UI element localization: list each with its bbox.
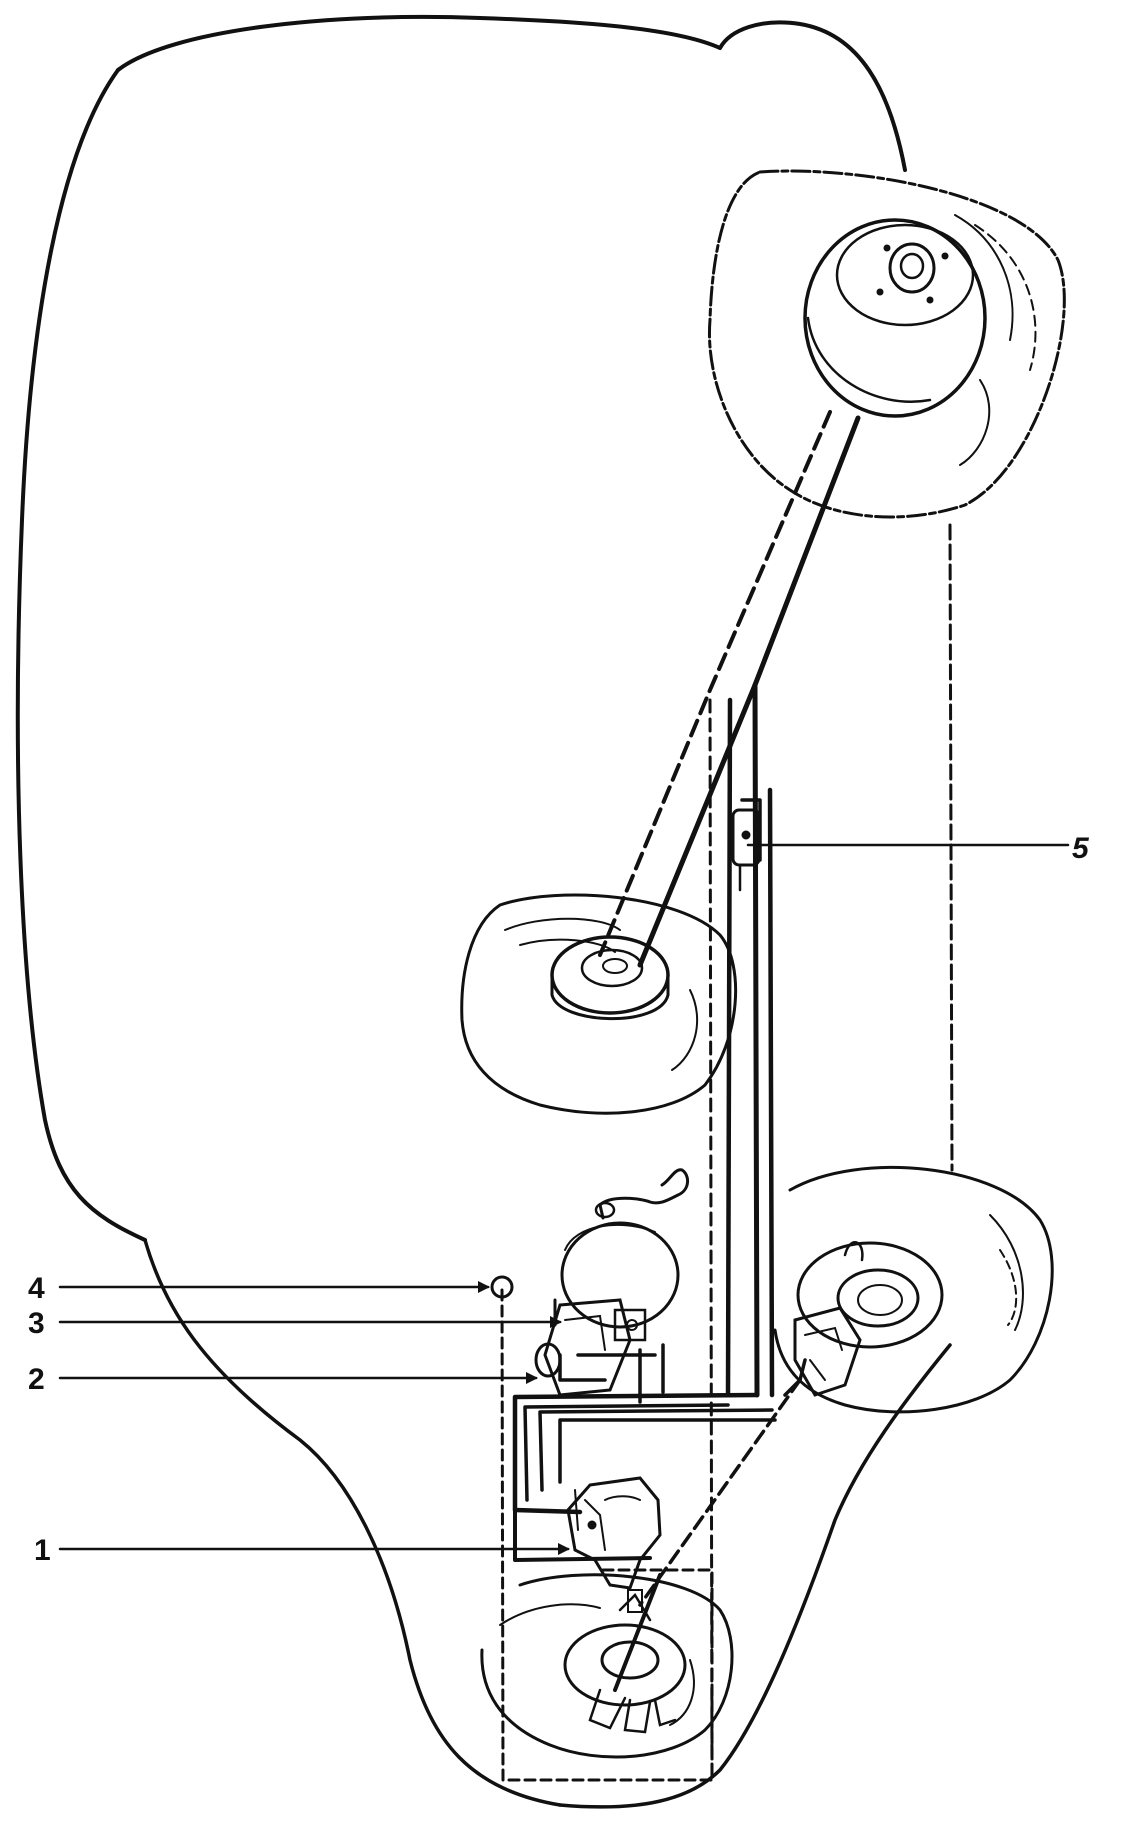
- callout-leaders: [58, 843, 1070, 1555]
- leader-arrow-4: [478, 1281, 490, 1293]
- callout-label-2: 2: [28, 1363, 45, 1396]
- callout-label-3: 3: [28, 1307, 45, 1340]
- vehicle-body-outline: [15, 14, 954, 1809]
- rear-left-wheel: [480, 1573, 734, 1759]
- center-pipe-1: [752, 682, 760, 1398]
- front-right-to-front-left-dashed-line: [598, 410, 832, 957]
- front-left-wheel: [460, 893, 738, 1115]
- abs-modulator: [566, 1476, 662, 1590]
- fluid-level-sensor: [490, 1275, 514, 1299]
- leader-arrow-2: [526, 1372, 538, 1384]
- brake-booster: [553, 1168, 689, 1329]
- master-cylinder: [534, 1298, 647, 1397]
- callout-label-1: 1: [34, 1534, 51, 1567]
- callout-labels: 4 3 2 1 5: [28, 832, 1090, 1567]
- front-right-wheel: [707, 169, 1066, 519]
- rear-dashed-box: [500, 1288, 714, 1782]
- callout-label-4: 4: [28, 1272, 45, 1305]
- callout-label-5: 5: [1072, 832, 1090, 865]
- center-pipe-2: [725, 697, 733, 1398]
- center-dashed-line: [708, 698, 714, 1782]
- brake-lines: [500, 410, 861, 1782]
- leader-arrow-3: [550, 1316, 562, 1328]
- leader-arrow-1: [558, 1543, 570, 1555]
- pressure-regulator-valve: [731, 808, 761, 892]
- center-pipe-3: [767, 787, 775, 1398]
- front-right-to-front-left-solid-line: [637, 415, 861, 968]
- rear-right-wheel: [773, 1165, 1054, 1414]
